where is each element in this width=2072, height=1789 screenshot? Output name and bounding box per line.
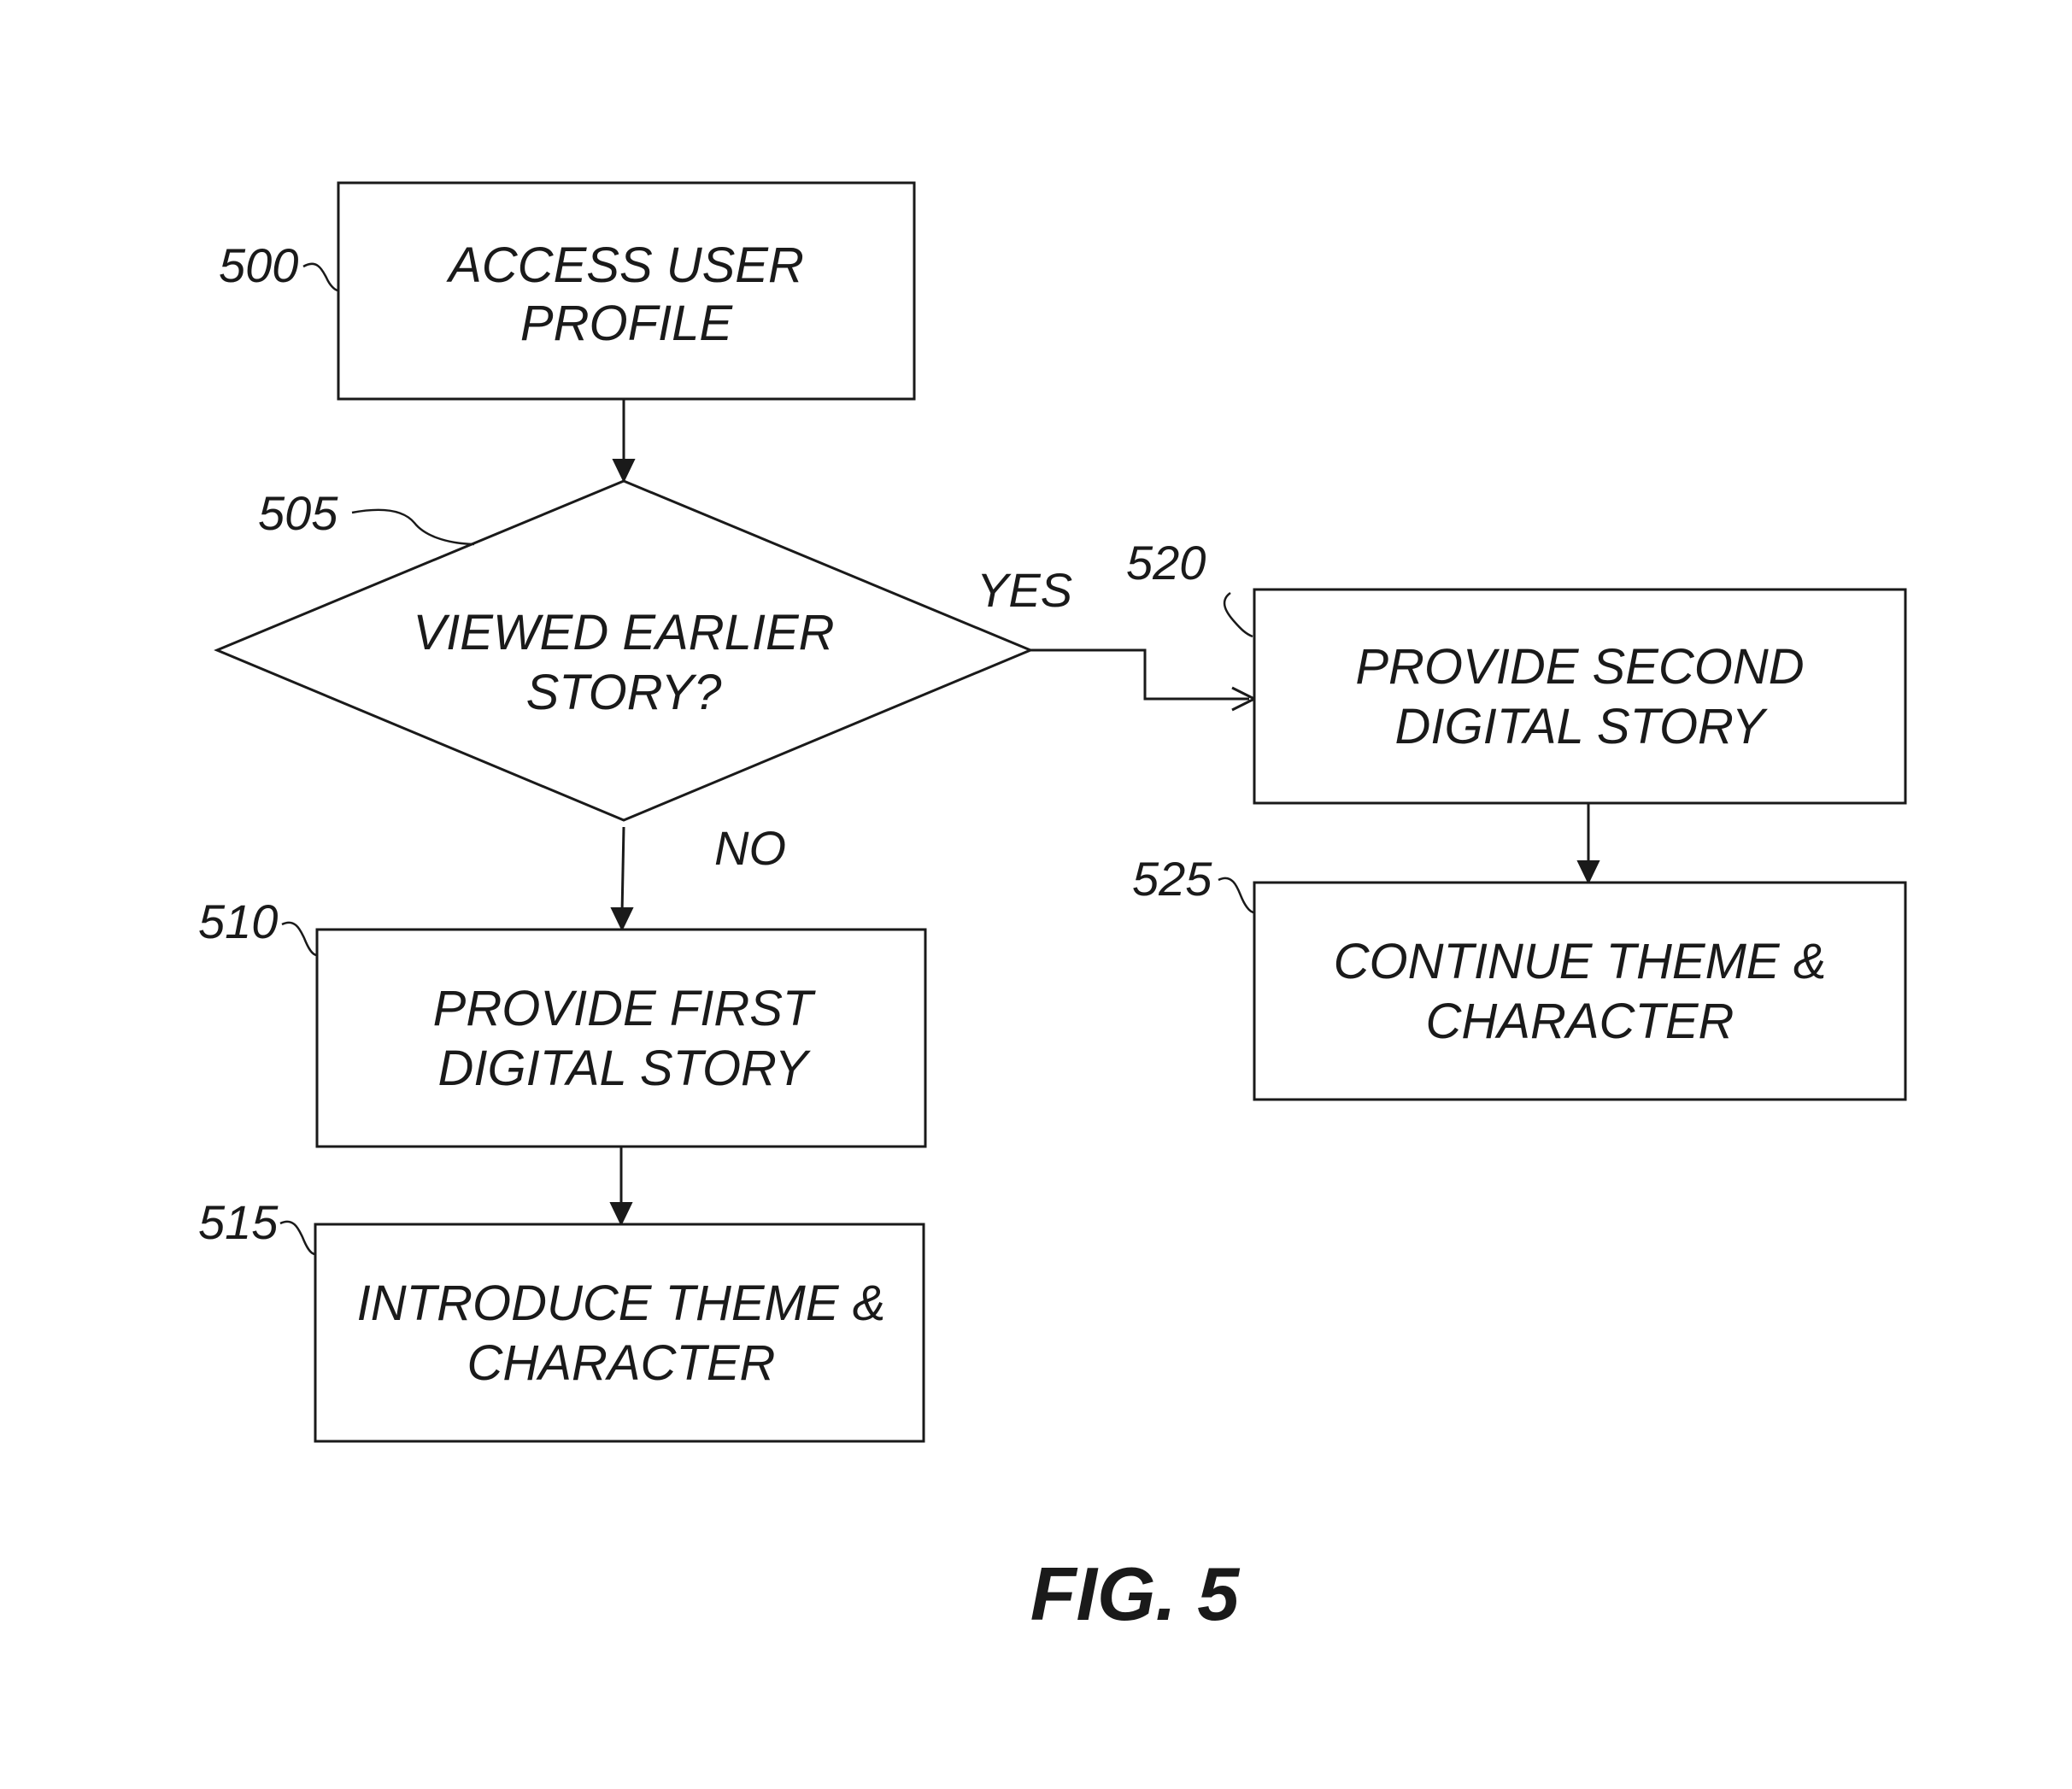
process-box-520 [1254,589,1905,803]
branch-label-no: NO [714,821,786,875]
leader-line-520 [1224,593,1253,636]
node-525-line-2: CHARACTER [1426,994,1734,1049]
node-505-viewed-earlier-story: VIEWED EARLIER STORY? [217,481,1030,820]
node-510-line-1: PROVIDE FIRST [433,981,816,1036]
leader-line-525 [1218,878,1254,912]
node-510-line-2: DIGITAL STORY [438,1041,812,1096]
node-505-line-2: STORY? [526,665,723,720]
connector-505-to-510 [622,827,624,914]
arrowhead-510-to-515 [611,1203,631,1224]
ref-label-510: 510 [198,894,278,948]
process-box-510 [317,930,925,1147]
ref-label-520: 520 [1126,536,1206,589]
node-525-continue-theme-character: CONTINUE THEME & CHARACTER [1254,883,1905,1100]
leader-line-500 [303,264,338,290]
leader-line-505 [352,510,474,544]
node-520-provide-second-digital-story: PROVIDE SECOND DIGITAL STORY [1254,589,1905,803]
leader-line-510 [282,923,317,955]
node-515-introduce-theme-character: INTRODUCE THEME & CHARACTER [315,1224,924,1441]
node-500-line-1: ACCESS USER [446,238,804,293]
node-500-line-2: PROFILE [520,296,733,351]
arrowhead-500-to-505 [613,460,634,481]
ref-label-505: 505 [258,486,338,540]
node-520-line-2: DIGITAL STORY [1395,699,1769,754]
leader-line-515 [280,1222,315,1254]
node-515-line-2: CHARACTER [467,1335,776,1391]
branch-label-yes: YES [977,563,1072,617]
ref-label-525: 525 [1132,852,1212,906]
connector-505-to-520 [1030,650,1249,699]
ref-label-500: 500 [219,238,298,292]
node-510-provide-first-digital-story: PROVIDE FIRST DIGITAL STORY [317,930,925,1147]
node-525-line-1: CONTINUE THEME & [1334,934,1827,989]
process-box-525 [1254,883,1905,1100]
node-500-access-user-profile: ACCESS USER PROFILE [338,183,914,399]
process-box-515 [315,1224,924,1441]
arrowhead-520-to-525 [1578,861,1599,883]
figure-label: FIG. 5 [1030,1551,1241,1636]
ref-label-515: 515 [198,1195,279,1249]
node-515-line-1: INTRODUCE THEME & [357,1276,886,1331]
node-505-line-1: VIEWED EARLIER [413,605,834,660]
arrowhead-505-to-510 [612,908,632,930]
node-520-line-1: PROVIDE SECOND [1355,639,1804,695]
